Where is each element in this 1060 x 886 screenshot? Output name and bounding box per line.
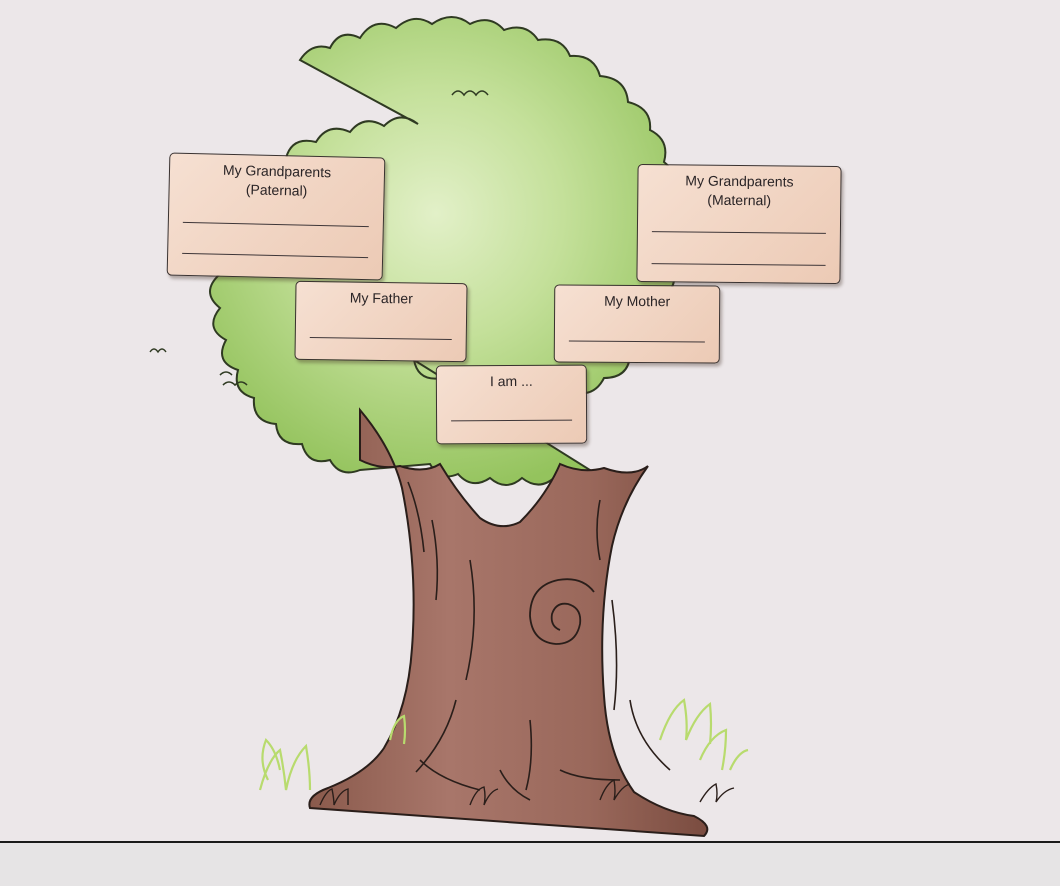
card-title-grandparents-paternal: My Grandparents (Paternal): [222, 161, 332, 199]
trunk-knot-spiral: [529, 578, 595, 645]
write-line[interactable]: [651, 231, 826, 234]
card-grandparents-paternal: My Grandparents (Paternal): [166, 152, 386, 281]
grass-tufts: [258, 698, 749, 791]
bottom-strip: [0, 843, 1060, 886]
card-mother: My Mother: [553, 284, 721, 364]
write-line[interactable]: [568, 340, 705, 343]
card-father: My Father: [294, 280, 468, 363]
card-me: I am ...: [435, 364, 588, 445]
card-grandparents-maternal: My Grandparents (Maternal): [636, 163, 842, 285]
write-line[interactable]: [182, 221, 369, 228]
card-title-mother: My Mother: [604, 292, 671, 310]
foliage-doodle: [451, 90, 489, 97]
card-title-me: I am ...: [489, 372, 533, 390]
bottom-divider: [0, 841, 1060, 843]
card-title-father: My Father: [349, 289, 413, 307]
foliage-doodle: [219, 371, 248, 387]
foliage-doodle: [149, 348, 167, 354]
card-title-grandparents-maternal: My Grandparents (Maternal): [685, 172, 794, 209]
write-line[interactable]: [651, 263, 826, 266]
base-grass-lines: [319, 778, 735, 806]
write-line[interactable]: [451, 419, 573, 422]
write-line[interactable]: [182, 252, 369, 259]
tree-trunk: [308, 407, 709, 838]
write-line[interactable]: [309, 337, 452, 340]
